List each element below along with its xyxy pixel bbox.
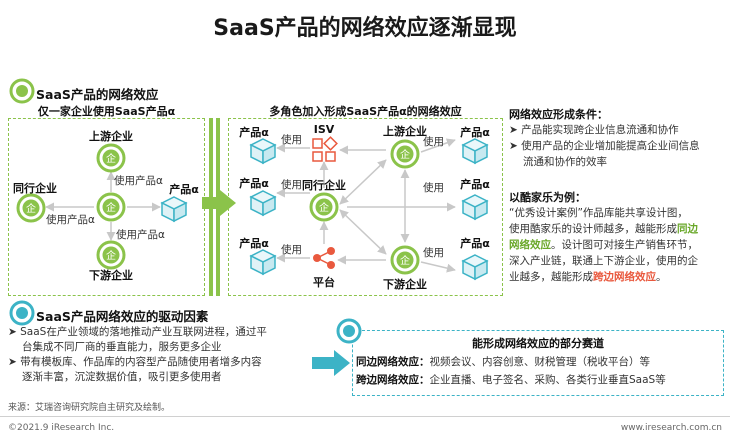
right-edge-use-5: 使用	[423, 182, 444, 194]
example-line: 网络效应。设计图可对接生产销售环节，	[509, 237, 727, 253]
drivers-list: ➤ SaaS在产业领域的落地推动产业互联网进程，通过平 台集成不同厂商的垂直能力…	[8, 325, 328, 385]
right-product-3-label: 产品α	[239, 237, 269, 250]
right-platform-label: 平台	[313, 276, 335, 289]
left-downstream-company-icon: 企	[96, 240, 126, 270]
section1-title: SaaS产品的网络效应	[36, 87, 159, 102]
footer-copyright: ©2021.9 iResearch Inc.	[8, 423, 115, 433]
right-product-6-label: 产品α	[460, 237, 490, 250]
right-upstream-company-icon: 企	[390, 139, 420, 169]
right-product-2-label: 产品α	[239, 177, 269, 190]
conditions-list: ➤ 产品能实现跨企业信息流通和协作 ➤ 使用产品的企业增加能提高企业间信息 流通…	[509, 122, 724, 170]
drivers-item-2-cont: 逐渐丰富，沉淀数据价值，吸引更多使用者	[22, 371, 222, 383]
right-product-4-label: 产品α	[460, 126, 490, 139]
svg-text:企: 企	[106, 249, 116, 262]
right-downstream-company-icon: 企	[390, 245, 420, 275]
tracks-same-row: 同边网络效应：视频会议、内容创意、财税管理（税收平台）等	[356, 354, 650, 369]
section-green-ring-icon	[9, 78, 35, 104]
example-text: 深入产业链，联通上下游企业，使用的企	[509, 255, 698, 267]
example-line: 业越多，越能形成跨边网络效应。	[509, 269, 727, 285]
example-text: 业越多，越能形成	[509, 271, 593, 283]
left-center-company-icon: 企	[96, 192, 126, 222]
right-product-4-cube-icon	[461, 138, 489, 165]
right-product-5-cube-icon	[461, 194, 489, 221]
example-text: 使用酷家乐的设计师越多，越能形成	[509, 223, 677, 235]
svg-text:企: 企	[319, 201, 329, 214]
example-title: 以酷家乐为例：	[509, 191, 586, 204]
left-downstream-label: 下游企业	[89, 269, 133, 282]
tracks-same-value: 视频会议、内容创意、财税管理（税收平台）等	[429, 356, 651, 368]
transition-arrow-icon	[202, 190, 236, 216]
left-upstream-company-icon: 企	[96, 143, 126, 173]
conditions-item-3: 流通和协作的效率	[523, 156, 607, 168]
right-peer-company-icon: 企	[309, 192, 339, 222]
example-text: “优秀设计案例”作品库能共享设计图，	[509, 207, 688, 219]
example-body: “优秀设计案例”作品库能共享设计图，使用酷家乐的设计师越多，越能形成同边网络效应…	[509, 205, 727, 285]
footer-url: www.iresearch.com.cn	[620, 423, 722, 433]
right-product-1-cube-icon	[249, 138, 277, 165]
conditions-item-2: ➤ 使用产品的企业增加能提高企业间信息	[509, 140, 700, 152]
right-peer-label: 同行企业	[302, 179, 346, 192]
left-upstream-label: 上游企业	[89, 130, 133, 143]
svg-text:企: 企	[106, 201, 116, 214]
tracks-ring-icon	[336, 318, 362, 344]
example-text: 。设计图可对接生产销售环节，	[551, 239, 698, 251]
left-peer-company-icon: 企	[16, 193, 46, 223]
example-line: 使用酷家乐的设计师越多，越能形成同边	[509, 221, 727, 237]
source-note: 来源：艾瑞咨询研究院自主研究及绘制。	[8, 403, 171, 413]
right-subtitle: 多角色加入形成SaaS产品α的网络效应	[269, 105, 462, 118]
highlight-cross-side: 跨边网络效应	[593, 271, 656, 283]
left-edge-bottom-label: 使用产品α	[116, 229, 165, 241]
right-edge-use-4: 使用	[423, 136, 444, 148]
left-peer-label: 同行企业	[13, 182, 57, 195]
example-text: 。	[656, 271, 667, 283]
footer-divider	[0, 416, 730, 417]
right-isv-label: ISV	[313, 123, 335, 136]
right-edge-use-1: 使用	[281, 134, 302, 146]
drivers-item-1-cont: 台集成不同厂商的垂直能力，服务更多企业	[22, 341, 222, 353]
right-downstream-label: 下游企业	[383, 278, 427, 291]
svg-text:企: 企	[400, 254, 410, 267]
tracks-cross-value: 企业直播、电子签名、采购、各类行业垂直SaaS等	[429, 374, 666, 386]
svg-text:企: 企	[106, 152, 116, 165]
page-title: SaaS产品的网络效应逐渐显现	[213, 16, 517, 41]
right-edge-use-2: 使用	[281, 179, 302, 191]
platform-share-icon	[313, 247, 335, 269]
tracks-cross-row: 跨边网络效应：企业直播、电子签名、采购、各类行业垂直SaaS等	[356, 372, 666, 387]
tracks-arrow-icon	[312, 350, 350, 376]
section2-title: SaaS产品网络效应的驱动因素	[36, 309, 209, 324]
tracks-box	[352, 330, 724, 396]
right-edge-use-6: 使用	[423, 247, 444, 259]
tracks-cross-label: 跨边网络效应：	[356, 374, 430, 386]
conditions-title: 网络效应形成条件：	[509, 108, 608, 121]
svg-text:企: 企	[400, 148, 410, 161]
isv-grid-icon	[312, 136, 338, 162]
right-product-3-cube-icon	[249, 249, 277, 276]
right-product-1-label: 产品α	[239, 126, 269, 139]
highlight-same-side: 网络效应	[509, 239, 551, 251]
tracks-same-label: 同边网络效应：	[356, 356, 430, 368]
right-product-5-label: 产品α	[460, 178, 490, 191]
example-line: 深入产业链，联通上下游企业，使用的企	[509, 253, 727, 269]
conditions-item-1: ➤ 产品能实现跨企业信息流通和协作	[509, 124, 679, 136]
left-subtitle: 仅一家企业使用SaaS产品α	[37, 105, 176, 118]
left-product-label: 产品α	[169, 183, 199, 196]
highlight-same-side: 同边	[677, 223, 698, 235]
right-product-6-cube-icon	[461, 254, 489, 281]
right-edge-use-3: 使用	[281, 244, 302, 256]
tracks-title: 能形成网络效应的部分赛道	[472, 337, 604, 350]
drivers-item-2: ➤ 带有模板库、作品库的内容型产品随使用者增多内容	[8, 356, 262, 368]
right-upstream-label: 上游企业	[383, 125, 427, 138]
section2-teal-ring-icon	[9, 300, 35, 326]
left-edge-left-label: 使用产品α	[46, 214, 95, 226]
svg-text:企: 企	[26, 202, 36, 215]
left-product-cube-icon	[160, 196, 188, 223]
right-product-2-cube-icon	[249, 190, 277, 217]
example-line: “优秀设计案例”作品库能共享设计图，	[509, 205, 727, 221]
drivers-item-1: ➤ SaaS在产业领域的落地推动产业互联网进程，通过平	[8, 326, 267, 338]
left-edge-top-label: 使用产品α	[114, 175, 163, 187]
